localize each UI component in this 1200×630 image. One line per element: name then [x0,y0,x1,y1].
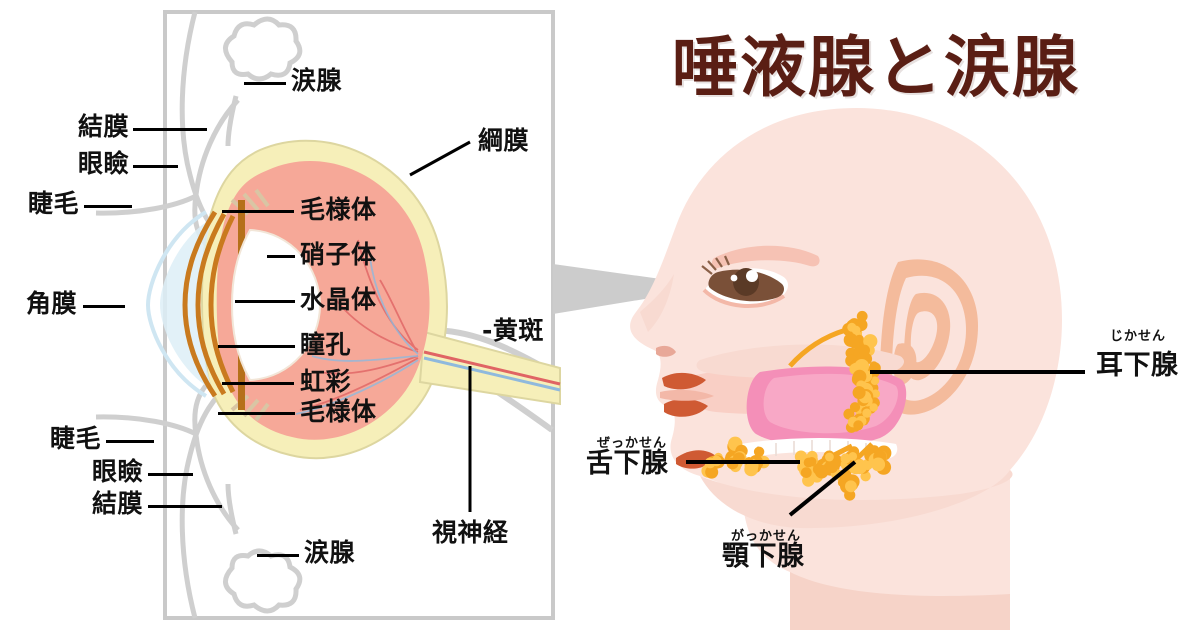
leader-iris [222,382,294,385]
head-silhouette [630,108,1062,630]
furigana-submandibular: がっかせん [731,529,802,544]
label-eyelid-bottom: 眼瞼 [92,457,144,486]
leader-ciliary-bottom [218,412,295,415]
leader-tear-gland-bottom [257,554,299,557]
leader-cornea [83,305,125,308]
label-conjunctiva-top: 結膜 [78,112,130,141]
label-parotid: 耳下腺 [1096,350,1179,381]
label-iris: 虹彩 [300,367,352,396]
leader-pupil [218,345,295,348]
label-submandibular: 顎下腺 [722,541,805,572]
leader-tear-gland-top [244,82,286,85]
label-cornea: 角膜 [26,289,78,318]
label-lens: 水晶体 [300,285,377,314]
furigana-parotid: じかせん [1110,329,1167,344]
label-retina: 綱膜 [478,126,530,155]
leader-eyelash-top [84,205,132,208]
leader-eyelash-bottom [106,440,154,443]
label-eyelash-bottom: 睫毛 [50,424,102,453]
leader-ciliary-top [222,210,294,213]
label-conjunctiva-bottom: 結膜 [92,489,144,518]
leader-conjunctiva-bottom [148,505,222,508]
eyeball-group [145,139,561,460]
label-tear-gland-top: 涙腺 [291,66,343,95]
page-title: 唾液腺と涙腺 [672,29,1080,106]
label-sublingual: 舌下腺 [586,448,669,479]
label-eyelid-top: 眼瞼 [78,149,130,178]
furigana-sublingual: ぜっかせん [597,436,668,451]
parotid-gland-cluster [842,310,881,433]
leader-lens [235,300,295,303]
label-pupil: 瞳孔 [300,330,352,359]
leader-eyelid-bottom [148,473,193,476]
label-optic-nerve: 視神経 [432,518,509,547]
leader-submandibular [788,460,857,517]
label-macula: -黄斑 [482,316,544,345]
leader-vitreous [267,255,295,258]
label-eyelash-top: 睫毛 [28,189,80,218]
label-vitreous-body: 硝子体 [300,240,377,269]
label-ciliary-body-top: 毛様体 [300,195,377,224]
leader-conjunctiva-top [133,128,207,131]
submandibular-gland-cluster [794,445,892,501]
leader-eyelid-top [133,165,178,168]
label-ciliary-body-bottom: 毛様体 [300,397,377,426]
label-tear-gland-bottom: 涙腺 [304,538,356,567]
